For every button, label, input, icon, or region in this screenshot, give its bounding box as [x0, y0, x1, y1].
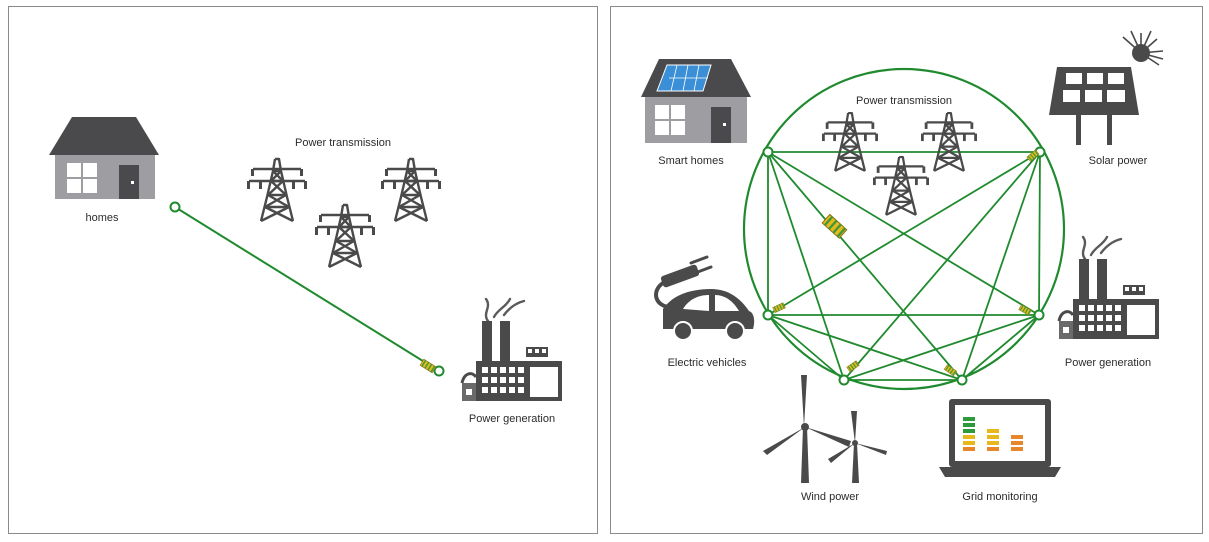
- pylon-icon: [921, 111, 977, 173]
- grid-node: [956, 374, 968, 386]
- grid-node: [762, 309, 774, 321]
- grid-monitoring-label: Grid monitoring: [962, 491, 1037, 503]
- resistor-icon: [419, 358, 437, 374]
- grid-node: [838, 374, 850, 386]
- panel-smart-grid: Power transmission Smart homes: [610, 6, 1203, 534]
- solar-label: Solar power: [1089, 155, 1148, 167]
- solar-panel-icon: [1049, 30, 1164, 145]
- resistor-icon: [821, 213, 848, 240]
- wind-turbine-icon: [763, 375, 887, 483]
- pylon-icon: [315, 203, 375, 269]
- resistor-icon: [772, 302, 786, 313]
- laptop-chart-icon: [939, 399, 1061, 477]
- grid-connection-line: [169, 201, 445, 377]
- pylon-icon: [247, 157, 307, 223]
- wind-label: Wind power: [801, 491, 859, 503]
- grid-mesh: [767, 151, 1041, 381]
- generation-label: Power generation: [1065, 357, 1151, 369]
- panel-traditional-grid: homes Power transmission Power generatio…: [8, 6, 598, 534]
- homes-label: homes: [85, 212, 119, 224]
- transmission-label: Power transmission: [856, 95, 952, 107]
- transmission-label: Power transmission: [295, 137, 391, 149]
- smart-house-icon: [641, 59, 751, 143]
- grid-nodes: [762, 146, 1046, 386]
- smart-homes-label: Smart homes: [658, 155, 724, 167]
- smart-grid-diagram: Power transmission Smart homes: [641, 30, 1164, 503]
- grid-node: [1033, 309, 1045, 321]
- traditional-grid-diagram: homes Power transmission Power generatio…: [49, 117, 564, 425]
- pylon-icon: [873, 155, 929, 217]
- generation-label: Power generation: [469, 413, 555, 425]
- grid-node: [762, 146, 774, 158]
- grid-ring: [742, 67, 1066, 391]
- house-icon: [49, 117, 159, 199]
- ev-label: Electric vehicles: [668, 357, 747, 369]
- pylon-icon: [822, 111, 878, 173]
- electric-car-icon: [654, 255, 755, 341]
- pylon-icon: [381, 157, 441, 223]
- factory-icon: [1057, 235, 1161, 339]
- factory-icon: [460, 297, 564, 401]
